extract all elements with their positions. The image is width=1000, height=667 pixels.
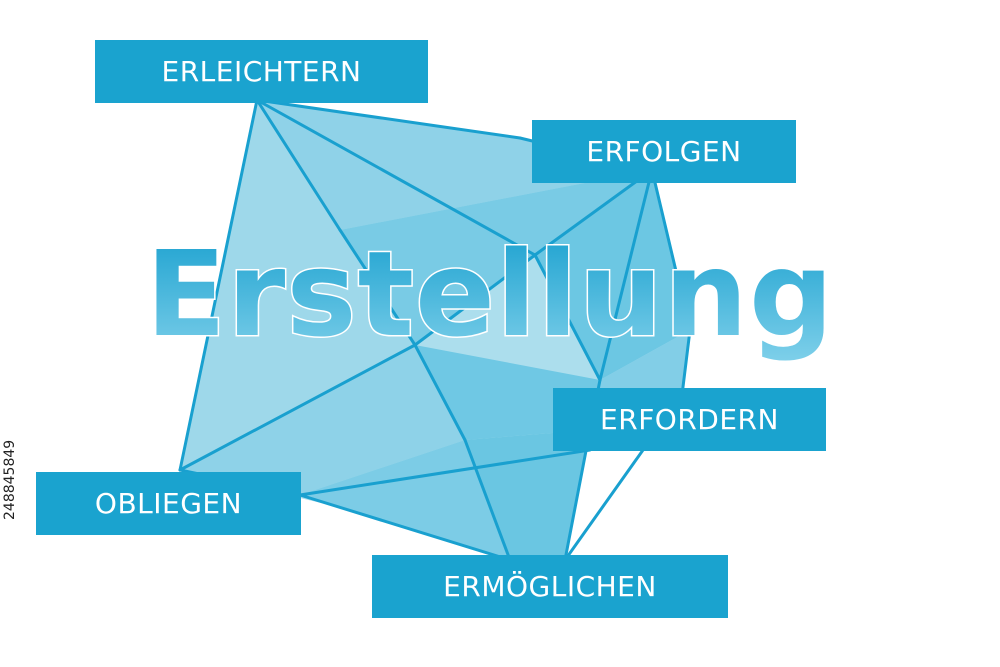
keyword-box-erfolgen: ERFOLGEN: [532, 120, 796, 183]
keyword-box-erleichtern: ERLEICHTERN: [95, 40, 428, 103]
edge: [298, 448, 592, 497]
keyword-box-obliegen: OBLIEGEN: [36, 472, 301, 535]
edge: [533, 253, 602, 382]
edge: [178, 98, 259, 472]
edge: [178, 343, 417, 472]
facet: [465, 430, 590, 560]
central-title: Erstellung: [146, 225, 835, 363]
edge: [563, 428, 592, 562]
edge: [255, 98, 522, 140]
edge: [680, 328, 692, 397]
stock-watermark-id: 248845849: [2, 439, 18, 520]
edge: [255, 98, 342, 232]
edge: [298, 493, 512, 562]
edge: [255, 98, 537, 257]
facet: [257, 100, 652, 230]
edge: [533, 168, 654, 257]
edge: [650, 168, 692, 332]
keyword-box-ermoeglichen: ERMÖGLICHEN: [372, 555, 728, 618]
edge: [598, 168, 654, 382]
edge: [338, 228, 417, 347]
facet: [180, 345, 465, 495]
edge: [413, 343, 467, 442]
network-edges: [178, 98, 692, 562]
edge: [413, 253, 537, 347]
edge: [463, 438, 512, 562]
keyword-box-erfordern: ERFORDERN: [553, 388, 826, 451]
facet: [340, 170, 652, 345]
